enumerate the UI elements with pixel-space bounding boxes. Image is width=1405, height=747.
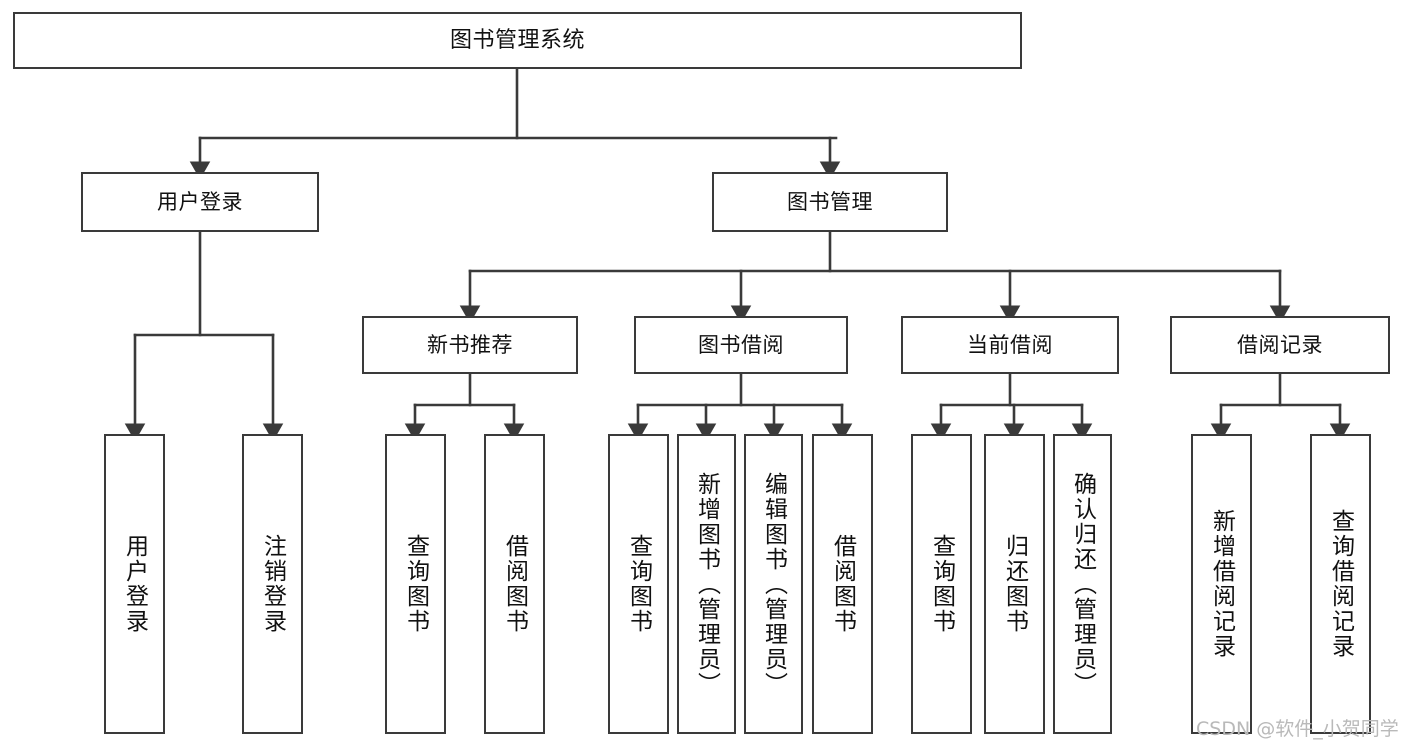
leaf-node-label: 新增借阅记录 [1208,509,1235,659]
leaf-node[interactable]: 借阅图书 [484,434,545,734]
leaf-node[interactable]: 借阅图书 [812,434,873,734]
leaf-node[interactable]: 编辑图书（管理员） [744,434,803,734]
leaf-node[interactable]: 确认归还（管理员） [1053,434,1112,734]
leaf-node-label: 查询图书 [625,534,652,634]
leaf-node-label: 新增图书（管理员） [693,471,720,697]
node-user-login[interactable]: 用户登录 [81,172,319,232]
node-borrow-record[interactable]: 借阅记录 [1170,316,1390,374]
node-new-book-recommend-label: 新书推荐 [427,332,513,357]
node-current-borrow-label: 当前借阅 [967,332,1053,357]
leaf-node[interactable]: 新增图书（管理员） [677,434,736,734]
leaf-node-label: 编辑图书（管理员） [760,471,787,697]
leaf-node-label: 查询图书 [928,534,955,634]
leaf-node[interactable]: 新增借阅记录 [1191,434,1252,734]
node-book-borrow[interactable]: 图书借阅 [634,316,848,374]
leaf-node-label: 注销登录 [259,534,286,634]
leaf-node-label: 借阅图书 [501,534,528,634]
leaf-node-label: 用户登录 [121,534,148,634]
node-current-borrow[interactable]: 当前借阅 [901,316,1119,374]
leaf-node[interactable]: 注销登录 [242,434,303,734]
node-user-login-label: 用户登录 [157,189,243,214]
node-root-label: 图书管理系统 [449,27,585,53]
leaf-node-label: 归还图书 [1001,534,1028,634]
leaf-node[interactable]: 查询借阅记录 [1310,434,1371,734]
csdn-watermark: CSDN @软件_小贺同学 [1196,718,1399,740]
leaf-node-label: 借阅图书 [829,534,856,634]
leaf-node[interactable]: 归还图书 [984,434,1045,734]
leaf-node-label: 查询借阅记录 [1327,509,1354,659]
node-root[interactable]: 图书管理系统 [13,12,1022,69]
node-new-book-recommend[interactable]: 新书推荐 [362,316,578,374]
node-borrow-record-label: 借阅记录 [1237,332,1323,357]
node-book-management-label: 图书管理 [787,189,873,214]
leaf-node[interactable]: 查询图书 [911,434,972,734]
leaf-node[interactable]: 查询图书 [608,434,669,734]
leaf-node[interactable]: 查询图书 [385,434,446,734]
leaf-node-label: 确认归还（管理员） [1069,471,1096,697]
node-book-management[interactable]: 图书管理 [712,172,948,232]
leaf-node[interactable]: 用户登录 [104,434,165,734]
node-book-borrow-label: 图书借阅 [698,332,784,357]
leaf-node-label: 查询图书 [402,534,429,634]
